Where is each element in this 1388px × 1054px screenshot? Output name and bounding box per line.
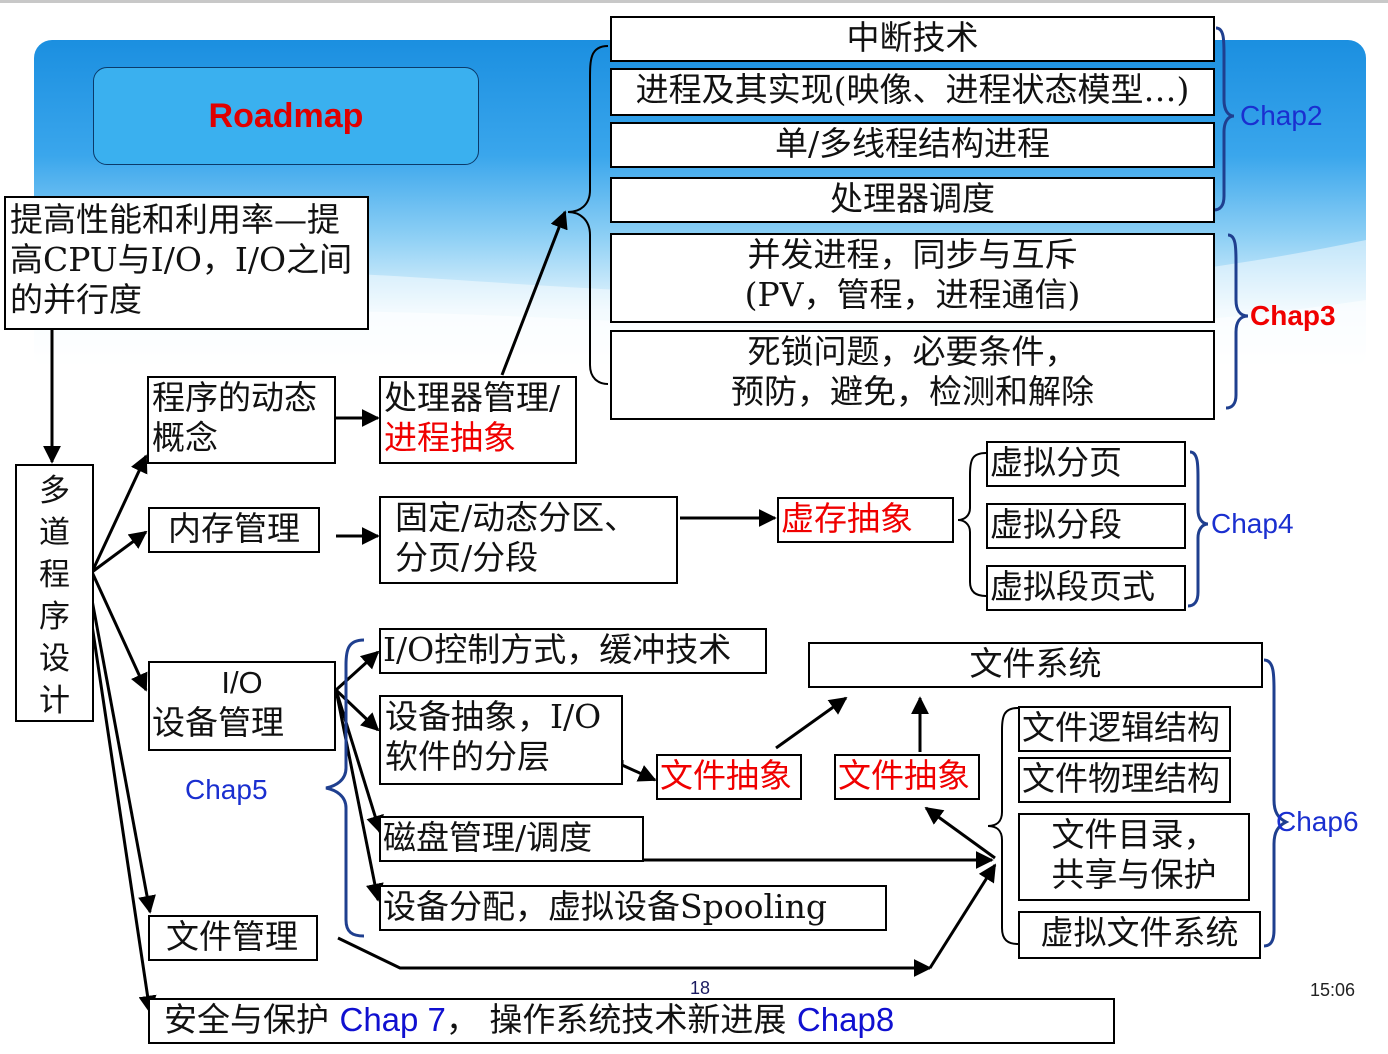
- chap6-brace: [1263, 658, 1290, 948]
- partition-line-1: 固定/动态分区、: [395, 498, 638, 537]
- io-control-box: I/O控制方式，缓冲技术: [379, 628, 767, 674]
- device-abstraction-line-2: 软件的分层: [385, 737, 550, 776]
- memory-mgmt-box: 内存管理: [148, 507, 320, 553]
- root-box: 多道程序设计: [15, 464, 94, 722]
- file-abstraction-2: 文件抽象: [834, 754, 980, 800]
- file-item-logical: 文件逻辑结构: [1018, 706, 1231, 752]
- arrow-root-memory: [91, 530, 148, 574]
- roadmap-title: Roadmap: [93, 67, 479, 165]
- spooling-box: 设备分配，虚拟设备Spooling: [379, 885, 887, 931]
- arrow-file-bottom: [337, 936, 932, 977]
- cpu-item-deadlock: 死锁问题，必要条件， 预防，避免，检测和解除: [610, 330, 1215, 420]
- advances-label: 操作系统技术新进展: [489, 1000, 787, 1039]
- file-item-physical: 文件物理结构: [1018, 757, 1231, 803]
- mem-item-segmentation: 虚拟分段: [986, 503, 1186, 549]
- chap8-label: Chap8: [796, 1001, 895, 1038]
- chap3-label: Chap3: [1250, 300, 1336, 331]
- cpu-item-concurrency: 并发进程，同步与互斥 (PV，管程，进程通信): [610, 233, 1215, 323]
- device-abstraction-box: 设备抽象，I/O 软件的分层: [379, 695, 623, 785]
- arrow-io-disk: [334, 689, 384, 834]
- cpu-item-scheduling: 处理器调度: [610, 177, 1215, 223]
- security-label: 安全与保护: [164, 1000, 329, 1039]
- device-abstraction-line-1: 设备抽象，I/O: [385, 697, 602, 736]
- io-label: I/O: [221, 665, 263, 700]
- arrow-root-dynamic: [90, 454, 148, 573]
- arrow-bottom-fileitems: [928, 863, 997, 969]
- cpu-item-interrupt: 中断技术: [610, 16, 1215, 62]
- page-number: 18: [690, 978, 711, 998]
- device-mgmt-label: 设备管理: [152, 703, 284, 742]
- directory-line-1: 文件目录，: [1051, 815, 1217, 854]
- io-mgmt-box: I/O 设备管理: [148, 661, 336, 751]
- goal-box: 提高性能和利用率—提高CPU与I/O，I/O之间的并行度: [4, 196, 369, 330]
- separator: ，: [445, 1000, 479, 1039]
- mem-item-paging: 虚拟分页: [986, 441, 1186, 487]
- file-item-directory: 文件目录， 共享与保护: [1018, 813, 1250, 901]
- arrow-root-file: [90, 599, 156, 914]
- arrow-root-io: [90, 571, 148, 692]
- cpu-item-threads: 单/多线程结构进程: [610, 122, 1215, 168]
- file-system-box: 文件系统: [808, 642, 1263, 688]
- chap3-brace: [1225, 233, 1249, 410]
- top-rule: [0, 0, 1388, 3]
- memory-brace: [957, 452, 987, 597]
- chap5-label: Chap5: [185, 774, 268, 805]
- chap5-brace: [325, 638, 365, 938]
- concurrency-line-2: (PV，管程，进程通信): [744, 275, 1081, 314]
- slide-time: 15:06: [1310, 980, 1356, 1000]
- chap2-label: Chap2: [1240, 100, 1323, 131]
- process-abstraction-label: 进程抽象: [384, 418, 516, 457]
- disk-box: 磁盘管理/调度: [379, 816, 644, 862]
- chap4-label: Chap4: [1211, 508, 1294, 539]
- arrow-root-security: [90, 624, 157, 1014]
- deadlock-line-1: 死锁问题，必要条件，: [747, 332, 1078, 371]
- arrow-io-spooling: [334, 689, 384, 902]
- file-mgmt-box: 文件管理: [148, 915, 318, 961]
- security-advances-box: 安全与保护 Chap 7， 操作系统技术新进展 Chap8: [148, 998, 1115, 1044]
- processor-brace: [567, 45, 609, 385]
- file-item-vfs: 虚拟文件系统: [1018, 911, 1261, 959]
- directory-line-2: 共享与保护: [1051, 855, 1217, 894]
- arrow-abstraction-file: [620, 760, 657, 782]
- arrow-io-control: [334, 650, 380, 692]
- chap2-brace: [1213, 26, 1235, 212]
- cpu-item-process-impl: 进程及其实现(映像、进程状态模型…): [610, 68, 1215, 116]
- deadlock-line-2: 预防，避免，检测和解除: [731, 372, 1094, 411]
- processor-mgmt-box: 处理器管理/ 进程抽象: [379, 376, 577, 464]
- virtual-memory-abstraction: 虚存抽象: [777, 497, 954, 543]
- arrow-processor-items: [500, 210, 568, 376]
- arrow-fileitems-fileabs: [924, 806, 996, 860]
- mem-item-segpaging: 虚拟段页式: [986, 565, 1186, 611]
- partition-box: 固定/动态分区、 分页/分段: [379, 496, 678, 584]
- processor-mgmt-label: 处理器管理/: [384, 378, 561, 417]
- chap6-label: Chap6: [1276, 806, 1359, 837]
- arrow-io-abstraction: [334, 688, 380, 732]
- dynamic-concept-box: 程序的动态概念: [147, 376, 336, 464]
- partition-line-2: 分页/分段: [395, 538, 539, 577]
- concurrency-line-1: 并发进程，同步与互斥: [747, 235, 1078, 274]
- file-brace: [987, 707, 1019, 945]
- chap4-brace: [1187, 450, 1209, 608]
- file-abstraction-1: 文件抽象: [656, 754, 802, 800]
- arrow-fileabs-fs: [775, 696, 848, 750]
- chap7-label: Chap 7: [339, 1001, 446, 1038]
